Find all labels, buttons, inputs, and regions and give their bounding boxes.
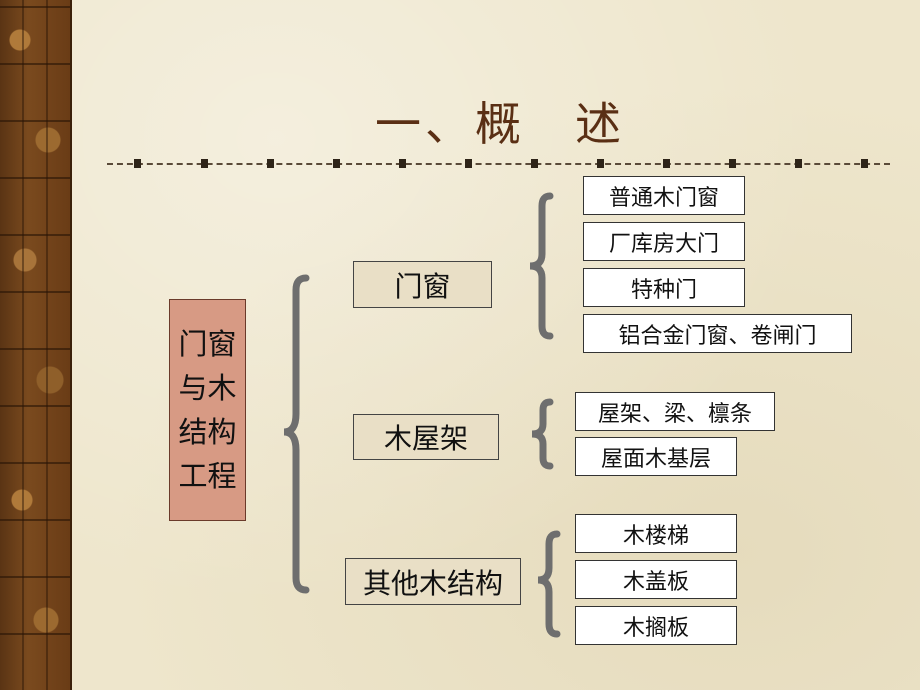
decorative-strip (0, 0, 72, 690)
divider-dot (134, 159, 141, 168)
root-line: 门窗 (178, 327, 237, 361)
leaf-item: 屋面木基层 (575, 437, 737, 476)
doors-brace (529, 192, 554, 340)
root-line: 结构 (178, 415, 237, 449)
divider-dot (465, 159, 472, 168)
root-line: 工程 (178, 459, 237, 493)
divider-dot (597, 159, 604, 168)
divider-dot (663, 159, 670, 168)
truss-brace (531, 398, 554, 470)
divider-dot (861, 159, 868, 168)
divider-dot (267, 159, 274, 168)
divider-dot (729, 159, 736, 168)
divider-dot (795, 159, 802, 168)
divider-dot (201, 159, 208, 168)
root-line: 与木 (178, 371, 237, 405)
leaf-item: 铝合金门窗、卷闸门 (583, 314, 852, 353)
root-box: 门窗 与木 结构 工程 (169, 299, 246, 521)
leaf-item: 木楼梯 (575, 514, 737, 553)
leaf-item: 厂库房大门 (583, 222, 745, 261)
divider-line (107, 163, 890, 165)
page-title: 一、概 述 (375, 97, 625, 151)
branch-other: 其他木结构 (345, 558, 521, 605)
branch-doors: 门窗 (353, 261, 492, 308)
root-brace (283, 274, 310, 594)
leaf-item: 屋架、梁、檩条 (575, 392, 775, 431)
leaf-item: 普通木门窗 (583, 176, 745, 215)
divider-dot (399, 159, 406, 168)
leaf-item: 木搁板 (575, 606, 737, 645)
other-brace (537, 530, 561, 638)
leaf-item: 特种门 (583, 268, 745, 307)
branch-truss: 木屋架 (353, 414, 499, 460)
leaf-item: 木盖板 (575, 560, 737, 599)
divider-dot (333, 159, 340, 168)
divider-dot (531, 159, 538, 168)
